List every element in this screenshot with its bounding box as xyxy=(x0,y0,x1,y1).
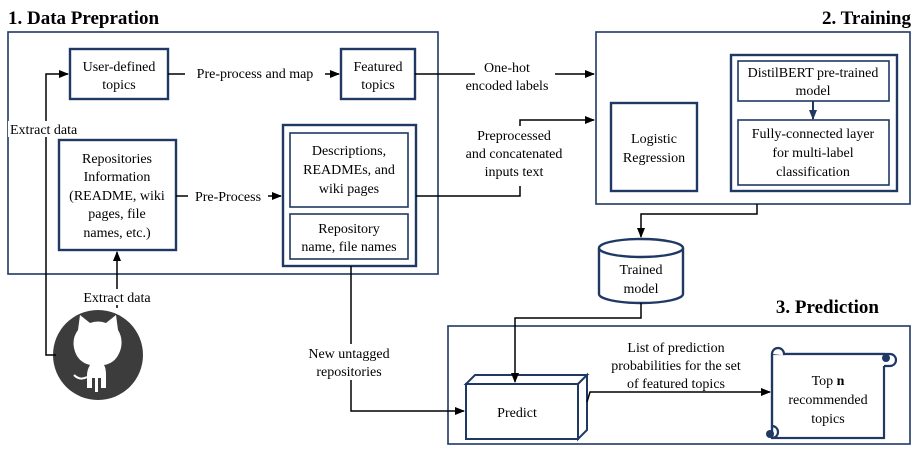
prediction-panel xyxy=(447,325,911,445)
logistic-line1: Logistic xyxy=(631,132,677,147)
fc-line3: classification xyxy=(776,165,850,180)
descriptions-line1: Descriptions, xyxy=(312,144,386,159)
preprocessed-line2: and concatenated xyxy=(466,147,563,162)
prediction-list-line1: List of prediction xyxy=(627,341,724,356)
predict-label: Predict xyxy=(497,406,537,421)
training-to-model-arrow xyxy=(637,204,758,238)
fc-line2: for multi-label xyxy=(772,146,853,161)
github-to-user-topics-arrow xyxy=(45,70,69,356)
repo-name-box xyxy=(289,213,409,260)
predict-to-top-n-arrow xyxy=(586,388,771,403)
repos-to-predict-arrow xyxy=(350,266,465,415)
repo-info-box xyxy=(57,138,178,252)
github-icon xyxy=(53,310,143,400)
repo-info-line1: Repositories xyxy=(82,152,152,167)
predict-box xyxy=(463,372,590,442)
prediction-list-line2: probabilities for the set xyxy=(611,359,741,374)
user-topics-line1: User-defined xyxy=(83,60,156,75)
descriptions-box xyxy=(289,132,409,208)
preprocessed-line3: inputs text xyxy=(485,165,544,180)
preprocessed-line1: Preprocessed xyxy=(477,129,551,144)
user-topics-line2: topics xyxy=(102,78,135,93)
one-hot-line2: encoded labels xyxy=(466,79,549,94)
repo-info-line3: (README, wiki xyxy=(69,189,165,204)
fc-line1: Fully-connected layer xyxy=(752,127,875,142)
repo-name-line2: name, file names xyxy=(301,240,396,255)
trained-model-line2: model xyxy=(624,282,659,297)
section-title-data-preparation: 1. Data Prepration xyxy=(8,8,160,29)
model-to-predict-arrow xyxy=(511,303,642,383)
repo-name-line1: Repository xyxy=(318,222,379,237)
fully-connected-box xyxy=(737,119,890,186)
extract-data-bottom-label: Extract data xyxy=(83,291,151,306)
section-title-training: 2. Training xyxy=(822,8,912,29)
trained-model-line1: Trained xyxy=(619,263,662,278)
new-untagged-line1: New untagged xyxy=(308,347,389,362)
pre-process-label: Pre-Process xyxy=(195,190,261,205)
preprocess-map-label: Pre-process and map xyxy=(197,67,314,82)
new-untagged-line2: repositories xyxy=(316,365,381,380)
training-panel xyxy=(595,31,911,205)
prediction-list-line3: of featured topics xyxy=(627,377,725,392)
descriptions-line3: wiki pages xyxy=(319,182,379,197)
trained-model-cylinder xyxy=(597,237,685,305)
repo-info-line2: Information xyxy=(84,170,151,185)
top-n-line1: Top n xyxy=(812,374,845,389)
distilbert-line1: DistilBERT pre-trained xyxy=(748,66,879,81)
logistic-line2: Regression xyxy=(623,151,685,166)
distilbert-line2: model xyxy=(796,84,831,99)
data-preparation-panel xyxy=(7,31,439,275)
extract-data-top-label: Extract data xyxy=(10,123,78,138)
top-n-scroll xyxy=(766,346,898,440)
logistic-regression-box xyxy=(609,101,699,193)
one-hot-line1: One-hot xyxy=(484,61,530,76)
repo-info-line4: pages, file xyxy=(88,207,146,222)
distilbert-group xyxy=(729,53,899,193)
featured-topics-line2: topics xyxy=(361,78,394,93)
descriptions-line2: READMEs, and xyxy=(303,163,395,178)
section-title-prediction: 3. Prediction xyxy=(776,297,880,318)
repo-info-line5: names, etc.) xyxy=(83,226,151,241)
top-n-line3: topics xyxy=(811,412,844,427)
featured-topics-line1: Featured xyxy=(354,60,403,75)
top-n-line2: recommended xyxy=(788,393,867,408)
